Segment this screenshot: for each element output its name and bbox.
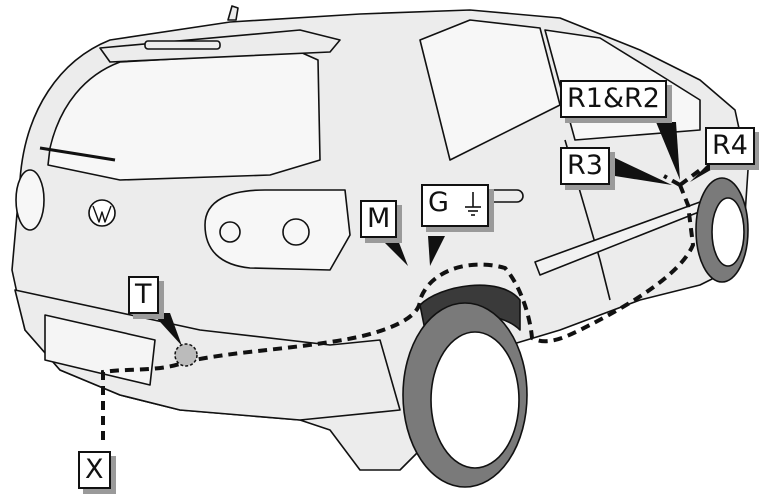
callout-pointers	[152, 122, 728, 346]
vw-logo-mark	[92, 205, 112, 223]
pointer-m	[382, 240, 408, 266]
callout-r4: R4	[705, 127, 755, 165]
callout-t-label: T	[135, 279, 152, 310]
callout-r3-label: R3	[567, 150, 603, 181]
wiring-harness	[101, 168, 702, 440]
pointer-r3	[615, 158, 672, 185]
front-rim	[711, 197, 745, 267]
tail-light-right	[204, 189, 351, 271]
tail-light-lens	[282, 218, 310, 246]
pointer-g	[428, 236, 445, 266]
rear-rim	[430, 331, 520, 469]
callout-r4-label: R4	[712, 130, 748, 161]
callout-m-label: M	[367, 203, 391, 234]
harness-main-route	[101, 184, 696, 440]
rear-wiper	[39, 146, 116, 162]
callout-r1r2: R1&R2	[560, 80, 667, 118]
callout-g: G	[421, 184, 489, 227]
side-window-rear	[419, 19, 561, 161]
harness-branch-r4	[678, 168, 702, 187]
callout-g-label: G	[428, 187, 449, 218]
callout-t: T	[128, 276, 159, 314]
antenna	[227, 5, 239, 21]
ground-icon	[464, 191, 481, 216]
tail-light-lens	[219, 221, 241, 243]
door-handle	[487, 189, 524, 203]
callout-x-label: X	[85, 454, 104, 485]
tail-light-left	[15, 169, 45, 231]
rear-window	[47, 51, 321, 181]
connector-t	[174, 343, 198, 367]
callout-r1r2-label: R1&R2	[567, 83, 660, 114]
callout-m: M	[360, 200, 398, 238]
car-illustration	[11, 5, 749, 488]
pointer-r4	[690, 160, 728, 182]
pointer-t	[152, 313, 182, 346]
brake-light	[144, 40, 221, 50]
license-plate	[44, 314, 156, 386]
callout-x: X	[78, 451, 111, 489]
harness-branch-r3	[663, 174, 681, 187]
pointer-r1r2	[656, 122, 680, 180]
callout-r3: R3	[560, 147, 610, 185]
